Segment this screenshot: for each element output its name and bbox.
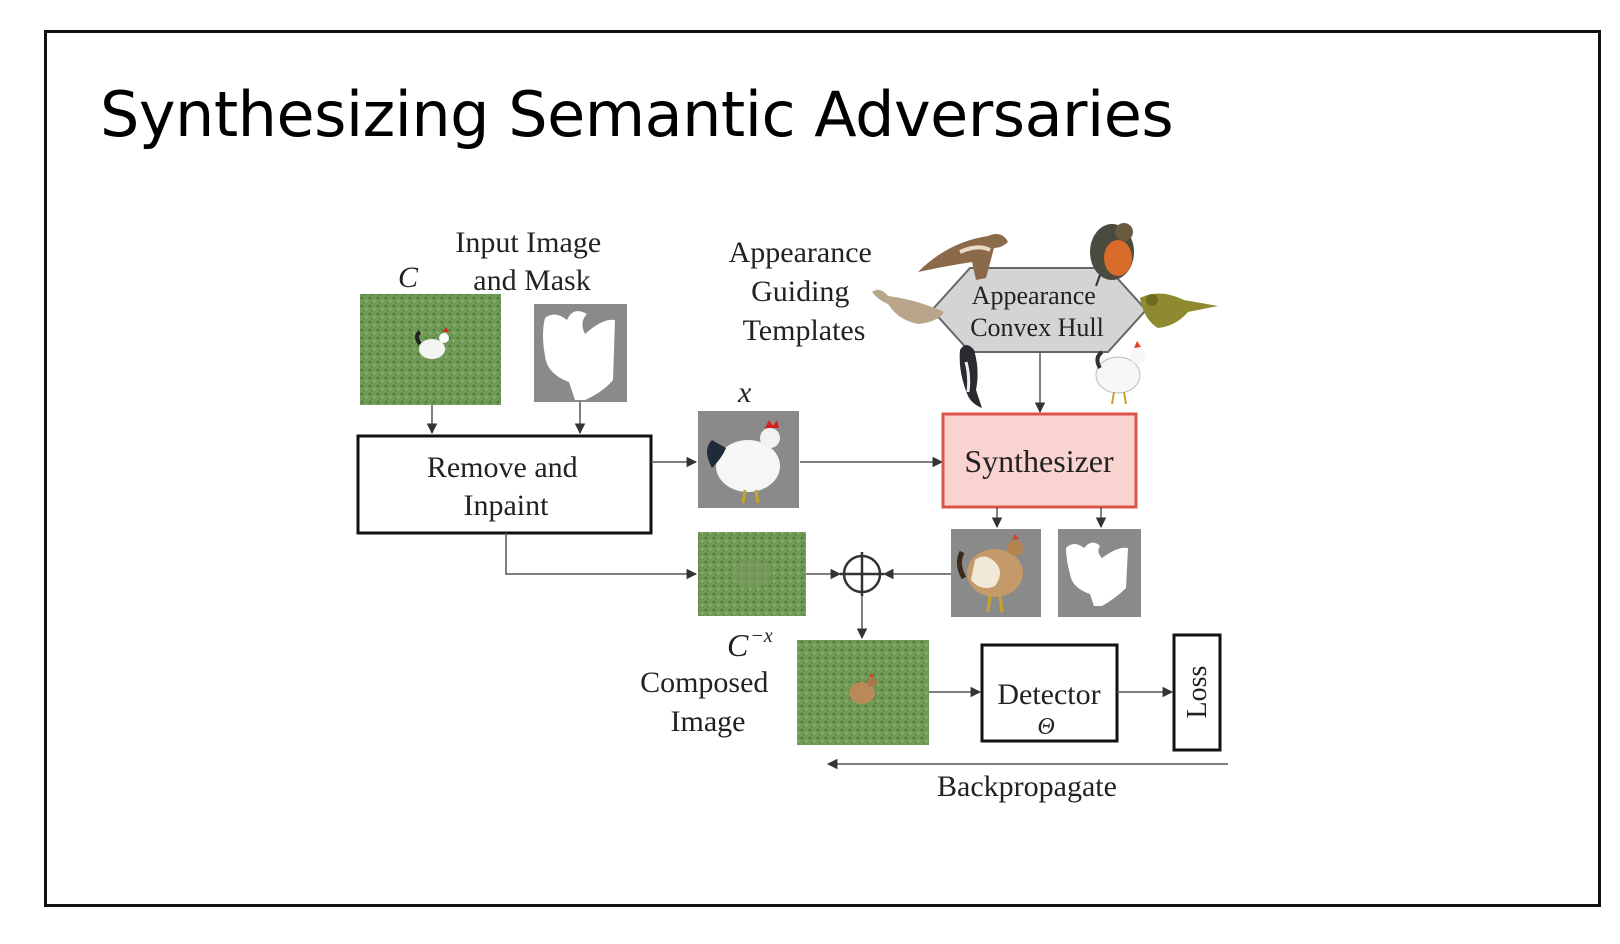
composed-image-label: Composed Image: [640, 666, 776, 738]
svg-text:Synthesizer: Synthesizer: [964, 443, 1114, 479]
penguin-template-icon: [959, 345, 982, 408]
arrow-inpaint-to-background: [505, 533, 698, 580]
detector-box: Detector Θ: [980, 643, 1119, 743]
remove-inpaint-box: Remove and Inpaint: [356, 434, 653, 535]
gull-template-icon: [872, 289, 944, 324]
warbler-template-icon: [1140, 293, 1218, 328]
appearance-convex-hull: Appearance Convex Hull: [930, 267, 1148, 353]
synthesized-mask-thumbnail: [1058, 529, 1141, 617]
appearance-templates-label: Appearance Guiding Templates: [729, 236, 880, 347]
robin-template-icon: [1090, 223, 1134, 287]
hawk-template-icon: [918, 234, 1008, 280]
label-c-minus-x: C−x: [727, 625, 773, 663]
backprop-label: Backpropagate: [937, 770, 1117, 803]
label-x: x: [737, 376, 752, 409]
input-mask-thumbnail: [534, 304, 627, 402]
synthesized-object-thumbnail: [951, 529, 1041, 617]
input-image-label: Input Image and Mask: [455, 226, 608, 297]
svg-text:Appearance Convex Hull: Appearance Convex Hull: [970, 281, 1104, 342]
svg-text:Remove and Inpaint: Remove and Inpaint: [427, 451, 585, 522]
loss-box: Loss: [1172, 633, 1222, 752]
svg-text:Detector: Detector: [997, 678, 1100, 711]
hen-template-icon: [1095, 341, 1146, 405]
svg-text:Loss: Loss: [1182, 666, 1213, 719]
label-c: C: [398, 261, 419, 294]
slide-frame: [44, 30, 1601, 907]
synthesizer-box: Synthesizer: [941, 412, 1138, 509]
object-x-thumbnail: [698, 411, 799, 508]
slide-title: Synthesizing Semantic Adversaries: [100, 78, 1174, 151]
input-image-thumbnail: [360, 294, 501, 405]
composed-image-thumbnail: [797, 640, 929, 745]
compose-operator-icon: [840, 552, 884, 596]
svg-text:Θ: Θ: [1037, 714, 1054, 740]
inpainted-background-thumbnail: [698, 532, 806, 616]
